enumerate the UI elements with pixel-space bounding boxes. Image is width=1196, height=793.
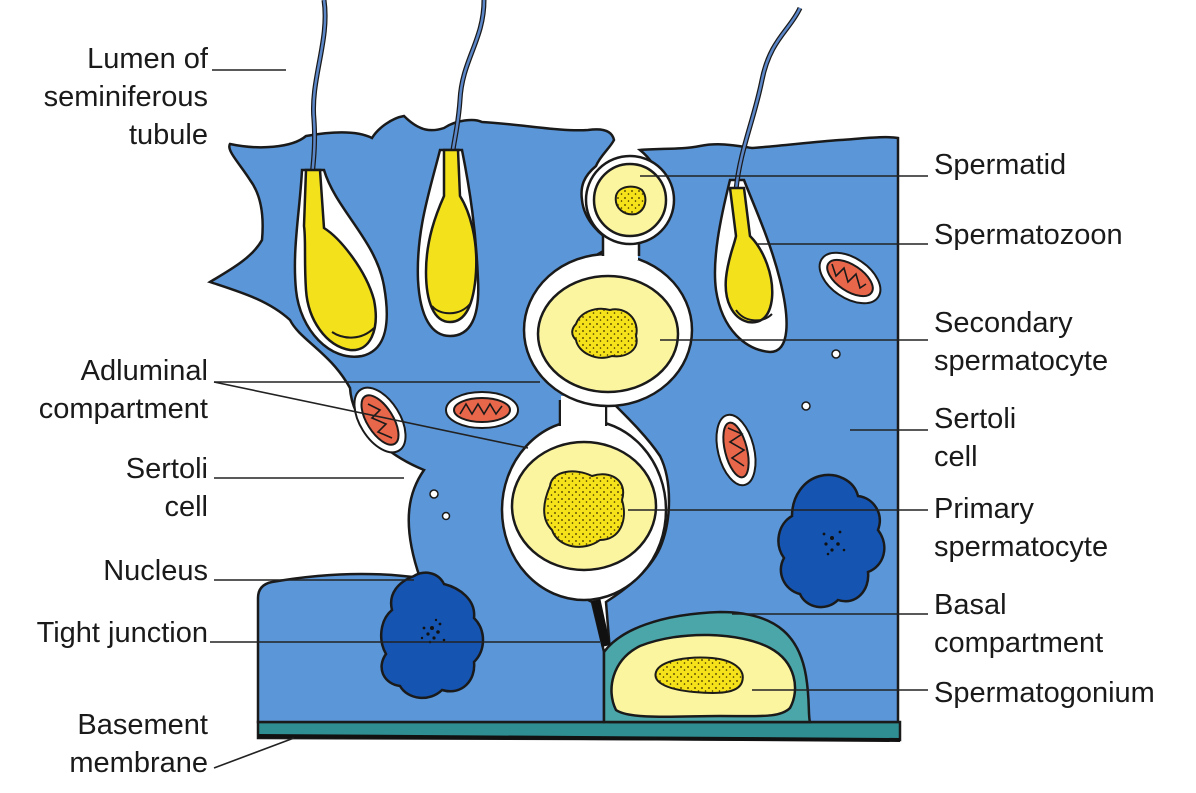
spermatozoon-1 — [293, 0, 389, 358]
basement-membrane-edge — [257, 734, 901, 742]
spermatozoon-3 — [713, 6, 803, 354]
mitochondrion — [818, 251, 882, 305]
label-spermatogonium: Spermatogonium — [934, 677, 1155, 709]
mitochondrion — [715, 413, 757, 487]
spermatozoon-2 — [416, 0, 487, 338]
label-spermatid: Spermatid — [934, 149, 1067, 181]
label-tight-junction: Tight junction — [36, 617, 208, 649]
sertoli-nucleus-left — [379, 571, 485, 699]
label-spermatozoon: Spermatozoon — [934, 219, 1123, 251]
label-nucleus: Nucleus — [103, 555, 208, 587]
tight-junction — [591, 599, 611, 647]
mitochondrion — [353, 386, 407, 454]
mitochondrion — [445, 391, 519, 429]
sertoli-nucleus-right — [777, 473, 886, 609]
vesicles — [429, 349, 841, 521]
leader-lines — [210, 69, 928, 769]
